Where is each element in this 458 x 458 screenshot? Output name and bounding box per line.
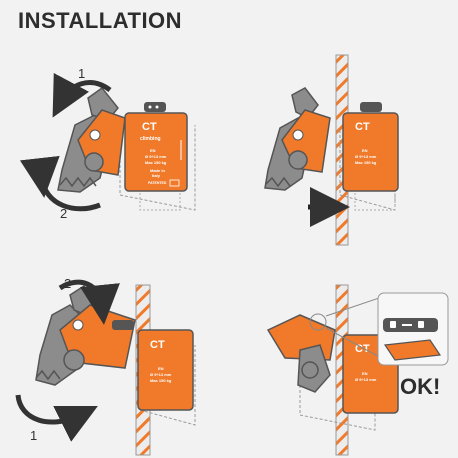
brand-word: climbing <box>140 136 161 142</box>
label-line: Max 150 kg <box>145 160 167 165</box>
label-line: EN <box>158 366 164 371</box>
label-line: EN <box>362 371 368 376</box>
lock-icon <box>144 102 166 112</box>
label-line: Ø 9÷13 mm <box>145 154 167 159</box>
label-line: Ø 9÷13 mm <box>150 372 172 377</box>
label-line: EN <box>150 148 156 153</box>
label-line: Made in <box>150 168 165 173</box>
label-line: EN <box>362 148 368 153</box>
label-line: Ø 9÷13 mm <box>355 154 377 159</box>
panel-4: CT EN Ø 9÷13 mm <box>266 284 449 456</box>
device-plate <box>124 112 188 192</box>
rotate-arrow-icon <box>19 155 101 212</box>
page-title: INSTALLATION <box>18 8 183 33</box>
label-line: Italy <box>152 173 161 178</box>
panel-2: CT EN Ø 9÷13 mm Max 150 kg <box>264 54 399 246</box>
step-number-2: 2 <box>60 206 68 221</box>
zoom-callout-icon <box>309 313 327 331</box>
unlock-icon <box>418 321 424 328</box>
step-number-1-alt: 1 <box>30 428 38 443</box>
brand-logo-2: CT <box>355 121 370 133</box>
panel-3: CT EN Ø 9÷13 mm Max 150 kg <box>15 279 196 456</box>
rotate-arrow-icon <box>58 279 120 325</box>
brand-logo-1: CT <box>142 121 157 133</box>
brand-logo-3: CT <box>150 339 165 351</box>
label-line: PATENTED <box>148 181 167 185</box>
lock-icon <box>390 321 396 328</box>
panel-1: CT climbing EN Ø 9÷13 mm Max 150 kg Made… <box>19 72 196 212</box>
label-line: Max 150 kg <box>150 378 172 383</box>
rotate-arrow-icon <box>15 394 98 442</box>
label-line: Ø 9÷13 mm <box>355 377 377 382</box>
ok-label: OK! <box>400 374 441 399</box>
rotate-arrow-icon <box>52 72 112 118</box>
label-line: Max 150 kg <box>355 160 377 165</box>
